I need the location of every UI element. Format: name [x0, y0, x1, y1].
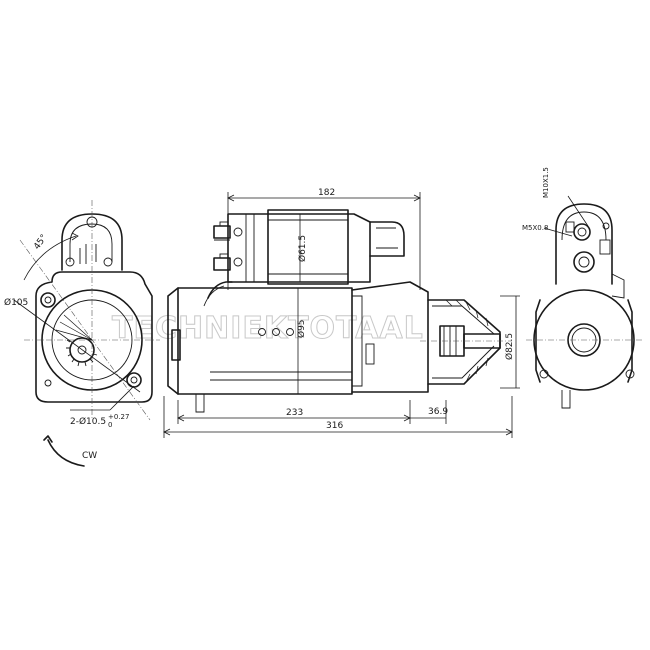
mount-tol-upper: +0.27 [108, 413, 129, 421]
body-length-label: 233 [286, 408, 303, 418]
mounting-flange [35, 271, 153, 403]
terminal-large-label: M10X1.5 [542, 167, 550, 198]
wire-lead [207, 281, 233, 299]
top-length-label: 182 [318, 188, 335, 198]
solenoid-cap [369, 221, 405, 257]
motor-housing [177, 287, 353, 395]
pinion-length-label: 36.9 [428, 407, 448, 417]
housing-diameter-label: Ø95 [296, 319, 307, 338]
mount-tol-lower: 0 [108, 421, 112, 429]
end-cap [167, 287, 179, 395]
solenoid-diameter-label: Ø61.5 [297, 235, 308, 262]
terminal-small [573, 223, 591, 241]
solenoid-terminals [213, 221, 243, 271]
solenoid-end [555, 203, 613, 285]
pinion-gear [66, 337, 98, 367]
mount-hole-upper [40, 292, 56, 308]
nose-hatching [445, 299, 489, 383]
terminal-large [573, 251, 595, 273]
rotation-arrow [47, 439, 85, 467]
terminal-small-label: M5X0.8 [522, 224, 548, 232]
solenoid-body [267, 209, 349, 285]
right-end-view: M10X1.5 M5X0.8 [522, 167, 642, 409]
watermark: TECHNIEKTOTAAL [112, 311, 424, 346]
rotation-label: CW [82, 451, 97, 461]
flange-diameter-label: Ø105 [4, 297, 28, 308]
mount-holes-label: 2-Ø10.5 [70, 416, 106, 427]
side-view: 182 Ø61.5 [163, 188, 520, 438]
overall-length-label: 316 [326, 421, 343, 431]
nose-diameter-label: Ø82.5 [504, 333, 515, 360]
drive-housing [351, 281, 429, 393]
mount-hole-lower [126, 372, 142, 388]
angle-label: 45° [32, 233, 49, 252]
left-end-view: 45° Ø105 2-Ø10.5 +0.27 0 CW [4, 200, 160, 467]
